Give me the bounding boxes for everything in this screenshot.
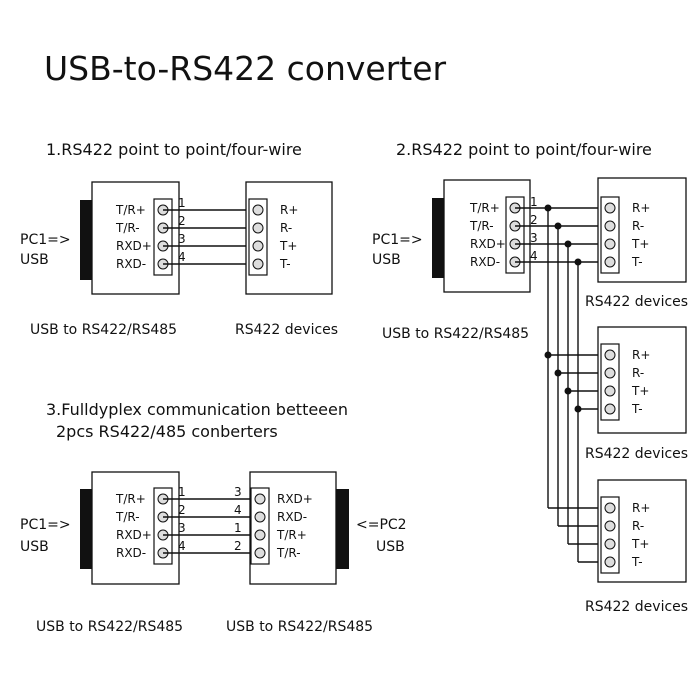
usb-plug-connector [432,198,445,278]
converter-terminal-block [153,198,173,276]
wire-number: 3 [178,521,186,535]
section-1: 1.RS422 point to point/four-wire PC1=> U… [20,140,338,338]
pin-label: T/R- [469,219,494,233]
pin-label: T/R+ [115,492,146,506]
wire-number: 1 [178,196,186,210]
wires [163,209,258,265]
junction-dots [544,204,582,413]
usb-label: USB [20,252,49,268]
wire-number: 1 [178,485,186,499]
pin-label: T- [279,257,291,271]
pc1-label: PC1=> [372,232,423,248]
converter-caption: USB to RS422/RS485 [30,322,177,338]
device-caption: RS422 devices [585,294,688,310]
pin-label: RXD+ [470,237,506,251]
pin-label: T/R- [115,221,140,235]
pin-label: T/R+ [469,201,500,215]
device-terminal-block [600,496,620,574]
device-terminals [604,502,616,568]
wire-number: 4 [178,250,186,264]
section-2-heading: 2.RS422 point to point/four-wire [396,140,652,159]
wire-number: 4 [234,503,242,517]
pin-label: T+ [631,537,649,551]
wire-number: 2 [530,213,538,227]
converter-terminals [254,493,266,559]
usb-label: USB [372,252,401,268]
section-1-heading: 1.RS422 point to point/four-wire [46,140,302,159]
wire-number: 2 [178,503,186,517]
device-terminals [252,204,264,270]
usb-label: USB [376,539,405,555]
pin-label: R+ [632,348,650,362]
wire-number: 1 [234,521,242,535]
wire-number: 3 [530,231,538,245]
wire-number: 3 [234,485,242,499]
pin-label: T- [631,255,643,269]
wire-number: 3 [178,232,186,246]
pin-label: T/R- [276,546,301,560]
converter-caption: USB to RS422/RS485 [36,619,183,635]
device-terminal-block [600,196,620,274]
section-2: 2.RS422 point to point/four-wire PC1=> U… [372,140,688,615]
pin-label: T/R- [115,510,140,524]
section-3-heading-line1: 3.Fulldyplex communication betteeen [46,400,348,419]
device-terminal-block [600,343,620,421]
device-terminals [604,349,616,415]
pin-label: RXD- [116,257,146,271]
pin-label: RXD+ [116,239,152,253]
pin-label: RXD- [277,510,307,524]
wire-number: 2 [234,539,242,553]
wire-number: 2 [178,214,186,228]
device-caption: RS422 devices [585,446,688,462]
pin-label: R- [632,519,644,533]
page-title: USB-to-RS422 converter [44,49,447,88]
converter-terminal-block [153,487,173,565]
usb-plug-connector [80,489,93,569]
pin-label: RXD- [116,546,146,560]
wire-number: 4 [178,539,186,553]
device-caption: RS422 devices [235,322,338,338]
pin-label: T- [631,555,643,569]
pc2-label: <=PC2 [356,517,407,533]
pc1-label: PC1=> [20,517,71,533]
pin-label: T/R+ [115,203,146,217]
converter-terminal-block [250,487,270,565]
section-3-heading-line2: 2pcs RS422/485 conberters [56,422,278,441]
pin-label: R+ [632,501,650,515]
pin-label: RXD- [470,255,500,269]
pin-label: RXD+ [116,528,152,542]
pin-label: T+ [279,239,297,253]
pin-label: R- [632,219,644,233]
device-terminals [604,202,616,268]
device-terminal-block [248,198,268,276]
pin-label: R+ [632,201,650,215]
usb-plug-connector [80,200,93,280]
usb-label: USB [20,539,49,555]
pin-label: T+ [631,384,649,398]
pin-label: RXD+ [277,492,313,506]
pc1-label: PC1=> [20,232,71,248]
converter-caption: USB to RS422/RS485 [382,326,529,342]
section-3: 3.Fulldyplex communication betteeen 2pcs… [20,400,407,635]
pin-label: R+ [280,203,298,217]
pin-label: R- [280,221,292,235]
usb-plug-connector [336,489,349,569]
wire-number: 1 [530,195,538,209]
pin-label: R- [632,366,644,380]
converter-caption: USB to RS422/RS485 [226,619,373,635]
pin-label: T- [631,402,643,416]
device-caption: RS422 devices [585,599,688,615]
pin-label: T/R+ [276,528,307,542]
pin-label: T+ [631,237,649,251]
converter-terminal-block [505,196,525,274]
wires [163,498,260,554]
wire-number: 4 [530,249,538,263]
